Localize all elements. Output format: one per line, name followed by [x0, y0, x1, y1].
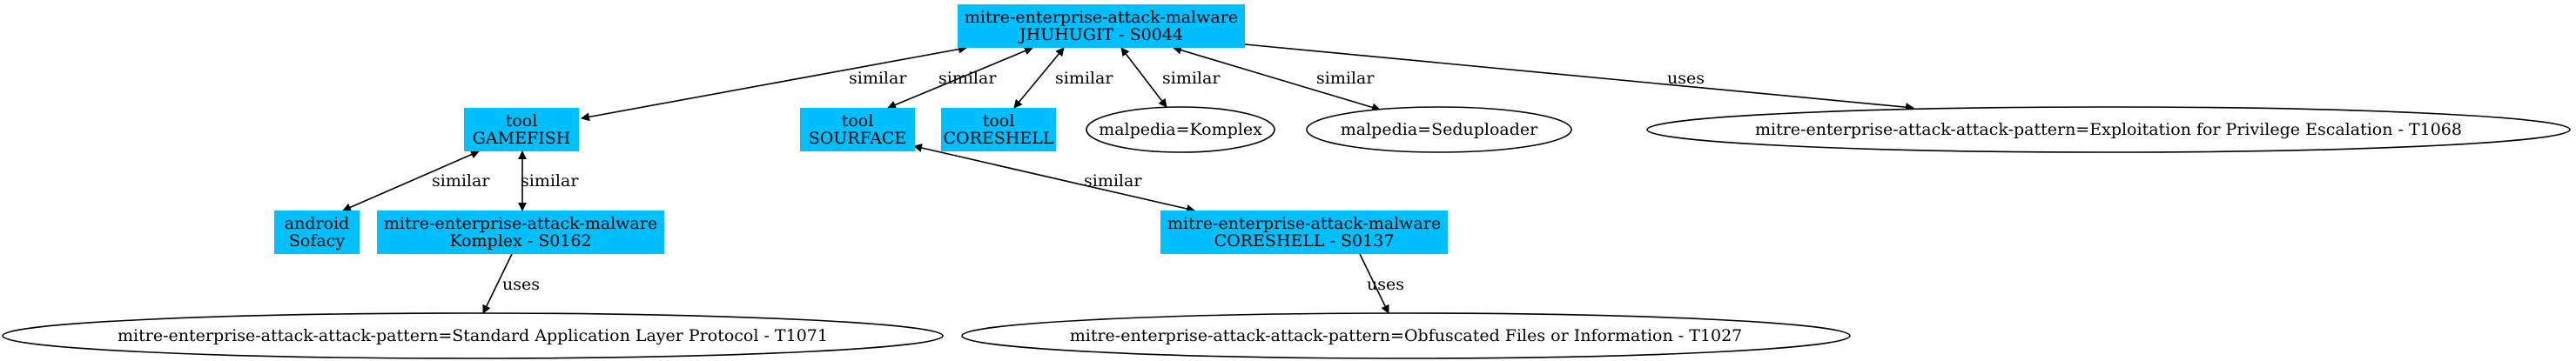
- edge-label: similar: [521, 171, 579, 191]
- node-label: tool: [842, 111, 874, 130]
- node-box: [274, 211, 360, 254]
- edge-line: [1120, 47, 1167, 108]
- node-jhuhugit: mitre-enterprise-attack-malwareJHUHUGIT …: [958, 4, 1245, 48]
- node-label: mitre-enterprise-attack-malware: [965, 8, 1238, 27]
- edge-gamefish-to-android-sofacy: similar: [342, 150, 490, 211]
- node-label: tool: [506, 111, 538, 130]
- edge-label: similar: [1162, 69, 1221, 88]
- edge-label: similar: [849, 69, 907, 88]
- node-label: mitre-enterprise-attack-attack-pattern=E…: [1755, 120, 2462, 139]
- nodes-layer: mitre-enterprise-attack-malwareJHUHUGIT …: [2, 4, 2571, 359]
- edge-label: similar: [938, 69, 997, 88]
- edge-label: uses: [1667, 69, 1705, 88]
- edge-jhuhugit-to-malpedia-komplex: similar: [1120, 47, 1221, 108]
- edge-jhuhugit-to-sourface: similar: [887, 46, 1033, 110]
- edge-label: similar: [1316, 69, 1375, 88]
- edge-komplex-s0162-to-pattern-t1071: uses: [482, 253, 540, 314]
- node-box: [941, 108, 1056, 151]
- node-ellipse: [2, 312, 944, 359]
- edge-label: similar: [1084, 171, 1142, 191]
- node-box: [377, 211, 664, 254]
- edges-layer: similar similar similar similar similar uses s…: [342, 43, 1914, 314]
- edge-line: [581, 44, 967, 122]
- node-label: JHUHUGIT - S0044: [1018, 25, 1183, 44]
- node-box: [464, 108, 579, 151]
- node-box: [800, 108, 915, 151]
- node-ellipse: [1086, 106, 1275, 153]
- edge-jhuhugit-to-malpedia-seduploader: similar: [1173, 45, 1381, 112]
- node-label: malpedia=Seduploader: [1341, 120, 1538, 139]
- node-ellipse: [1306, 106, 1572, 153]
- edge-line: [1173, 45, 1381, 112]
- node-pattern-t1071: mitre-enterprise-attack-attack-pattern=S…: [2, 312, 944, 359]
- edge-coreshell-s0137-to-pattern-t1027: uses: [1359, 253, 1404, 314]
- edge-line: [482, 253, 513, 314]
- node-label: tool: [983, 111, 1015, 130]
- node-label: CORESHELL: [944, 129, 1054, 148]
- edge-jhuhugit-to-coreshell-tool: similar: [1013, 47, 1113, 109]
- node-box: [958, 4, 1245, 48]
- edge-line: [913, 144, 1195, 213]
- node-ellipse: [1646, 106, 2571, 153]
- edge-label: similar: [1055, 69, 1113, 88]
- node-malpedia-komplex: malpedia=Komplex: [1086, 106, 1275, 153]
- node-label: CORESHELL - S0137: [1214, 231, 1395, 251]
- node-ellipse: [961, 312, 1851, 359]
- node-box: [1160, 211, 1448, 254]
- node-label: mitre-enterprise-attack-malware: [384, 214, 657, 233]
- edge-line: [1359, 253, 1389, 314]
- edge-line: [1244, 43, 1914, 112]
- node-pattern-t1027: mitre-enterprise-attack-attack-pattern=O…: [961, 312, 1851, 359]
- node-malpedia-seduploader: malpedia=Seduploader: [1306, 106, 1572, 153]
- node-label: malpedia=Komplex: [1099, 120, 1262, 139]
- node-label: Komplex - S0162: [449, 231, 591, 251]
- node-coreshell-s0137: mitre-enterprise-attack-malwareCORESHELL…: [1160, 211, 1448, 254]
- node-label: SOURFACE: [809, 129, 907, 148]
- edge-label: similar: [432, 171, 490, 191]
- edge-line: [887, 46, 1033, 110]
- node-label: Sofacy: [289, 231, 345, 251]
- edge-label: uses: [502, 275, 540, 294]
- node-label: GAMEFISH: [473, 129, 571, 148]
- edge-label: uses: [1367, 275, 1404, 294]
- node-label: mitre-enterprise-attack-attack-pattern=S…: [118, 326, 828, 345]
- edge-jhuhugit-to-pattern-t1068: uses: [1244, 43, 1914, 112]
- edge-gamefish-to-komplex-s0162: similar: [518, 150, 579, 211]
- edge-jhuhugit-to-gamefish: similar: [581, 44, 967, 122]
- node-label: mitre-enterprise-attack-attack-pattern=O…: [1070, 326, 1743, 345]
- edge-line: [1013, 47, 1065, 109]
- node-label: android: [285, 214, 350, 233]
- node-pattern-t1068: mitre-enterprise-attack-attack-pattern=E…: [1646, 106, 2571, 153]
- edge-line: [342, 150, 480, 211]
- edge-sourface-to-coreshell-s0137: similar: [913, 144, 1195, 213]
- node-label: mitre-enterprise-attack-malware: [1167, 214, 1441, 233]
